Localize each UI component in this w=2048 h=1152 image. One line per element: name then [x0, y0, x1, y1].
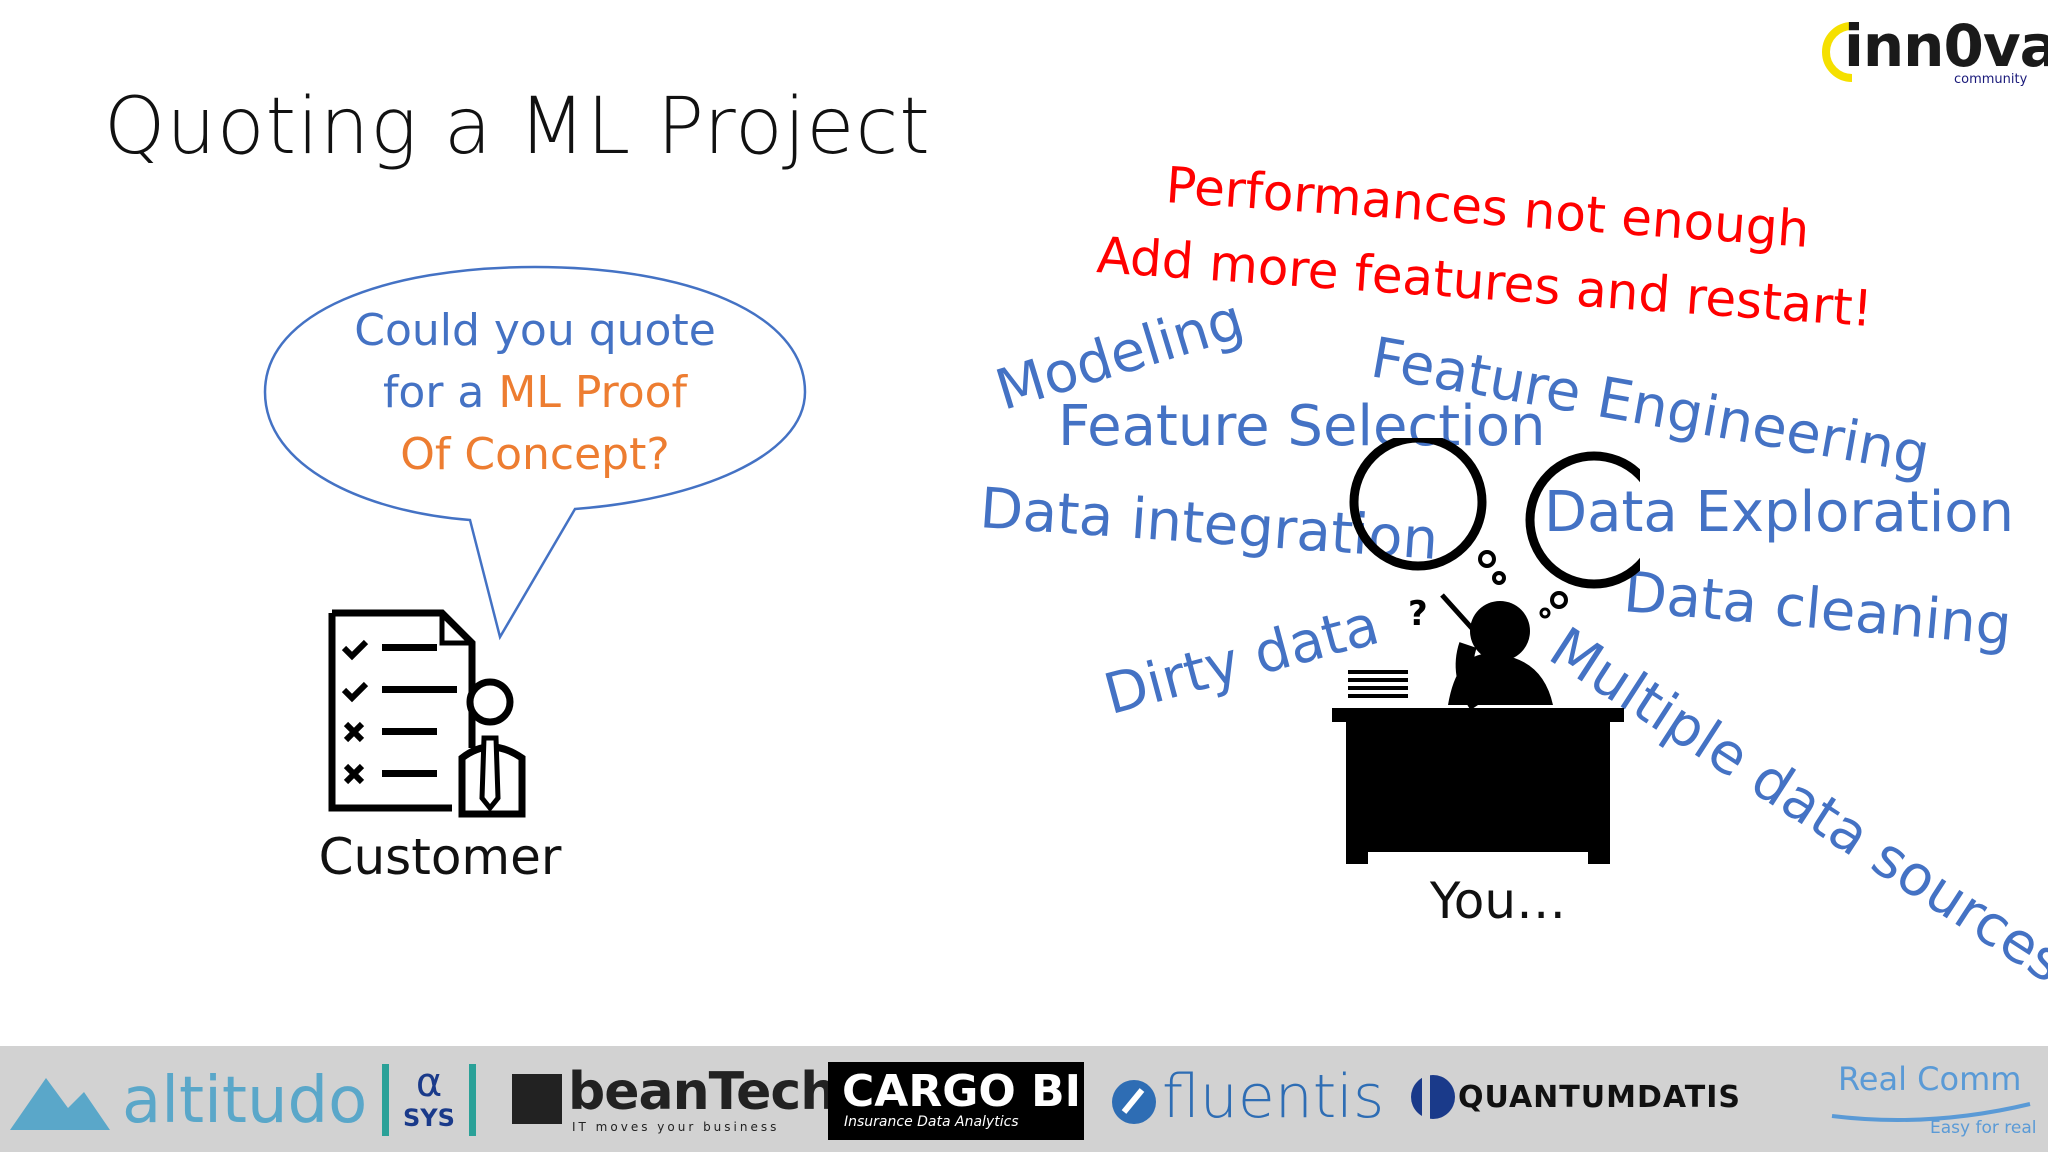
- word-data-exploration: Data Exploration: [1544, 480, 2015, 545]
- customer-icon: [328, 609, 526, 818]
- word-data-cleaning: Data cleaning: [1621, 560, 2015, 659]
- sponsor-footer: altitudo α SYS beanTech IT moves your bu…: [0, 1046, 2048, 1152]
- fluentis-text: fluentis: [1162, 1062, 1385, 1132]
- svg-text:?: ?: [1408, 594, 1428, 634]
- realcomm-swoosh-icon: [1831, 1102, 2031, 1122]
- word-feature-selection: Feature Selection: [1058, 394, 1546, 459]
- beantech-tagline: IT moves your business: [572, 1120, 780, 1134]
- altitudo-logo: altitudo: [10, 1064, 370, 1138]
- fluentis-icon: [1112, 1080, 1156, 1124]
- bubble-line-2: for a ML Proof: [382, 367, 688, 418]
- slide-title: Quoting a ML Project: [104, 82, 931, 172]
- beantech-logo: beanTech IT moves your business: [512, 1062, 837, 1138]
- realcomm-logo: Real Comm Easy for real: [1830, 1060, 2040, 1144]
- customer-label: Customer: [318, 828, 562, 886]
- asys-logo: α SYS: [382, 1060, 482, 1138]
- altitudo-mountain-icon: [10, 1078, 110, 1130]
- asys-alpha: α: [415, 1060, 443, 1106]
- beantech-mark-icon: [512, 1074, 562, 1124]
- quantumdatis-logo: QUANTUMDATIS: [1410, 1072, 1800, 1132]
- innova-logo-text: inn0va: [1844, 12, 2048, 80]
- altitudo-text: altitudo: [122, 1064, 368, 1138]
- cargobi-logo: CARGO BI Insurance Data Analytics: [828, 1062, 1084, 1140]
- cargobi-text: CARGO BI: [842, 1066, 1081, 1117]
- asys-bracket-box: [382, 1064, 476, 1136]
- bubble-line-1: Could you quote: [354, 305, 716, 356]
- innova-logo: inn0va community: [1822, 8, 2048, 88]
- cargobi-tagline: Insurance Data Analytics: [844, 1114, 1019, 1130]
- bubble-line-3: Of Concept?: [400, 429, 670, 480]
- realcomm-text: Real Comm: [1838, 1060, 2022, 1098]
- person-at-desk-icon: ?: [1332, 550, 1624, 864]
- innova-logo-mark: [1822, 22, 1853, 82]
- speech-bubble: [263, 265, 807, 641]
- realcomm-tagline: Easy for real: [1930, 1118, 2037, 1138]
- asys-sys: SYS: [403, 1104, 455, 1132]
- beantech-text: beanTech: [568, 1062, 837, 1122]
- innova-logo-sub: community: [1954, 72, 2028, 87]
- glasses-icon: [1349, 438, 1640, 589]
- you-label: You…: [1429, 872, 1567, 930]
- fluentis-logo: fluentis: [1110, 1062, 1384, 1134]
- bubble-text: Could you quote for a ML Proof Of Concep…: [300, 300, 770, 486]
- quantumdatis-icon: [1411, 1075, 1455, 1119]
- quantumdatis-text: QUANTUMDATIS: [1458, 1080, 1741, 1115]
